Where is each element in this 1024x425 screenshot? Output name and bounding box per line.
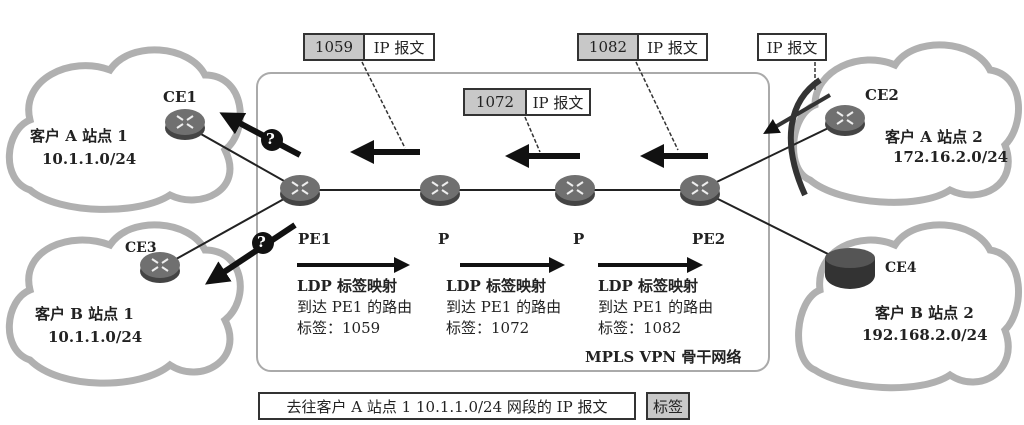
router-ce4-icon <box>825 248 875 289</box>
backbone-label: MPLS VPN 骨干网络 <box>585 348 742 366</box>
ce3-customer: 客户 B 站点 1 <box>35 305 134 323</box>
ldp-title: LDP 标签映射 <box>598 277 699 295</box>
packet-1072: 1072 IP 报文 <box>463 88 591 116</box>
ldp-route: 到达 PE1 的路由 <box>446 298 562 316</box>
question-mark: ? <box>266 130 275 148</box>
ce4-customer: 客户 B 站点 2 <box>875 304 974 322</box>
router-pe1-label: PE1 <box>298 230 332 248</box>
ldp-label: 标签：1082 <box>598 319 682 337</box>
ce3-subnet: 10.1.1.0/24 <box>48 328 143 346</box>
ce2-customer: 客户 A 站点 2 <box>885 128 983 146</box>
ldp-title: LDP 标签映射 <box>297 277 398 295</box>
packet-label: 1082 <box>579 35 639 59</box>
ce1-customer: 客户 A 站点 1 <box>30 127 128 145</box>
cloud-customer-a-site1 <box>5 46 244 213</box>
ce2-subnet: 172.16.2.0/24 <box>893 148 1009 166</box>
router-pe1-icon <box>279 174 321 207</box>
router-p1-label: P <box>438 230 450 248</box>
legend-tag: 标签 <box>646 392 690 420</box>
ldp-mapping-3: LDP 标签映射 到达 PE1 的路由 标签：1082 <box>598 276 713 339</box>
flow-arrow-ce3 <box>204 222 297 285</box>
ldp-mapping-2: LDP 标签映射 到达 PE1 的路由 标签：1072 <box>446 276 561 339</box>
cloud-customer-b-site1 <box>5 221 244 387</box>
ldp-label: 标签：1072 <box>446 319 530 337</box>
router-ce1-icon <box>164 108 206 141</box>
legend-packet: 去往客户 A 站点 1 10.1.1.0/24 网段的 IP 报文 <box>258 392 636 420</box>
ce2-label: CE2 <box>865 86 899 104</box>
packet-label: 1072 <box>465 90 527 114</box>
packet-label: 1059 <box>305 35 365 59</box>
packet-payload: IP 报文 <box>365 35 433 59</box>
packet-payload: IP 报文 <box>759 35 825 59</box>
packet-1059: 1059 IP 报文 <box>303 33 435 61</box>
legend-packet-text: 去往客户 A 站点 1 10.1.1.0/24 网段的 IP 报文 <box>266 394 628 418</box>
router-ce2-icon <box>824 104 866 137</box>
router-pe2-icon <box>679 174 721 207</box>
packet-ip-only: IP 报文 <box>757 33 827 61</box>
router-p2-icon <box>554 174 596 207</box>
ce3-label: CE3 <box>125 240 157 256</box>
ce1-label: CE1 <box>163 88 197 106</box>
ldp-route: 到达 PE1 的路由 <box>598 298 714 316</box>
packet-1082: 1082 IP 报文 <box>577 33 708 61</box>
router-pe2-label: PE2 <box>692 230 726 248</box>
ldp-title: LDP 标签映射 <box>446 277 547 295</box>
router-ce3-icon <box>139 251 181 284</box>
ce4-label: CE4 <box>885 260 917 276</box>
router-p1-icon <box>419 174 461 207</box>
ce4-subnet: 192.168.2.0/24 <box>862 326 988 344</box>
router-p2-label: P <box>573 230 585 248</box>
packet-payload: IP 报文 <box>639 35 706 59</box>
ldp-route: 到达 PE1 的路由 <box>297 298 413 316</box>
question-mark: ? <box>257 233 266 251</box>
question-icon <box>261 129 283 151</box>
ce1-subnet: 10.1.1.0/24 <box>42 150 137 168</box>
ldp-mapping-1: LDP 标签映射 到达 PE1 的路由 标签：1059 <box>297 276 412 339</box>
question-icon <box>252 232 274 254</box>
packet-payload: IP 报文 <box>527 90 589 114</box>
ldp-label: 标签：1059 <box>297 319 381 337</box>
